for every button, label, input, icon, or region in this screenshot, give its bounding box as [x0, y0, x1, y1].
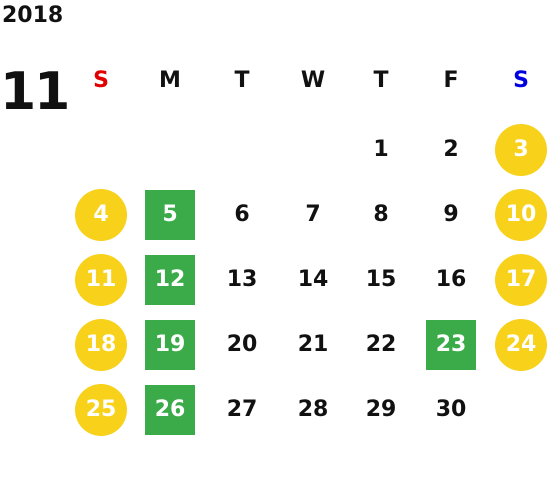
day-cell: 27 [226, 397, 258, 422]
day-cell: 30 [435, 397, 467, 422]
day-cell: 9 [443, 202, 459, 227]
day-cell-weekend: 17 [495, 254, 547, 306]
day-cell: 7 [305, 202, 321, 227]
day-cell-holiday: 26 [145, 385, 195, 435]
weekday-label: T [373, 68, 389, 93]
day-cell: 29 [365, 397, 397, 422]
year-label: 2018 [2, 3, 64, 28]
day-cell-holiday: 19 [145, 320, 195, 370]
day-cell: 16 [435, 267, 467, 292]
day-cell-holiday: 12 [145, 255, 195, 305]
day-cell: 2 [443, 137, 459, 162]
day-cell-holiday: 23 [426, 320, 476, 370]
day-cell: 1 [373, 137, 389, 162]
day-cell-weekend: 4 [75, 189, 127, 241]
day-cell: 28 [297, 397, 329, 422]
day-cell-weekend: 24 [495, 319, 547, 371]
day-cell-weekend: 25 [75, 384, 127, 436]
month-number: 11 [0, 62, 70, 122]
day-cell: 8 [373, 202, 389, 227]
day-cell-weekend: 3 [495, 124, 547, 176]
day-cell: 22 [365, 332, 397, 357]
weekday-label: M [159, 68, 181, 93]
day-cell-weekend: 10 [495, 189, 547, 241]
day-cell: 15 [365, 267, 397, 292]
day-cell: 14 [297, 267, 329, 292]
day-cell: 20 [226, 332, 258, 357]
day-cell-holiday: 5 [145, 190, 195, 240]
weekday-label: F [443, 68, 459, 93]
day-cell: 13 [226, 267, 258, 292]
day-cell: 6 [234, 202, 250, 227]
weekday-label: W [300, 68, 326, 93]
day-cell-weekend: 11 [75, 254, 127, 306]
weekday-label: T [234, 68, 250, 93]
day-cell: 21 [297, 332, 329, 357]
weekday-label: S [93, 68, 109, 93]
weekday-label: S [513, 68, 529, 93]
day-cell-weekend: 18 [75, 319, 127, 371]
